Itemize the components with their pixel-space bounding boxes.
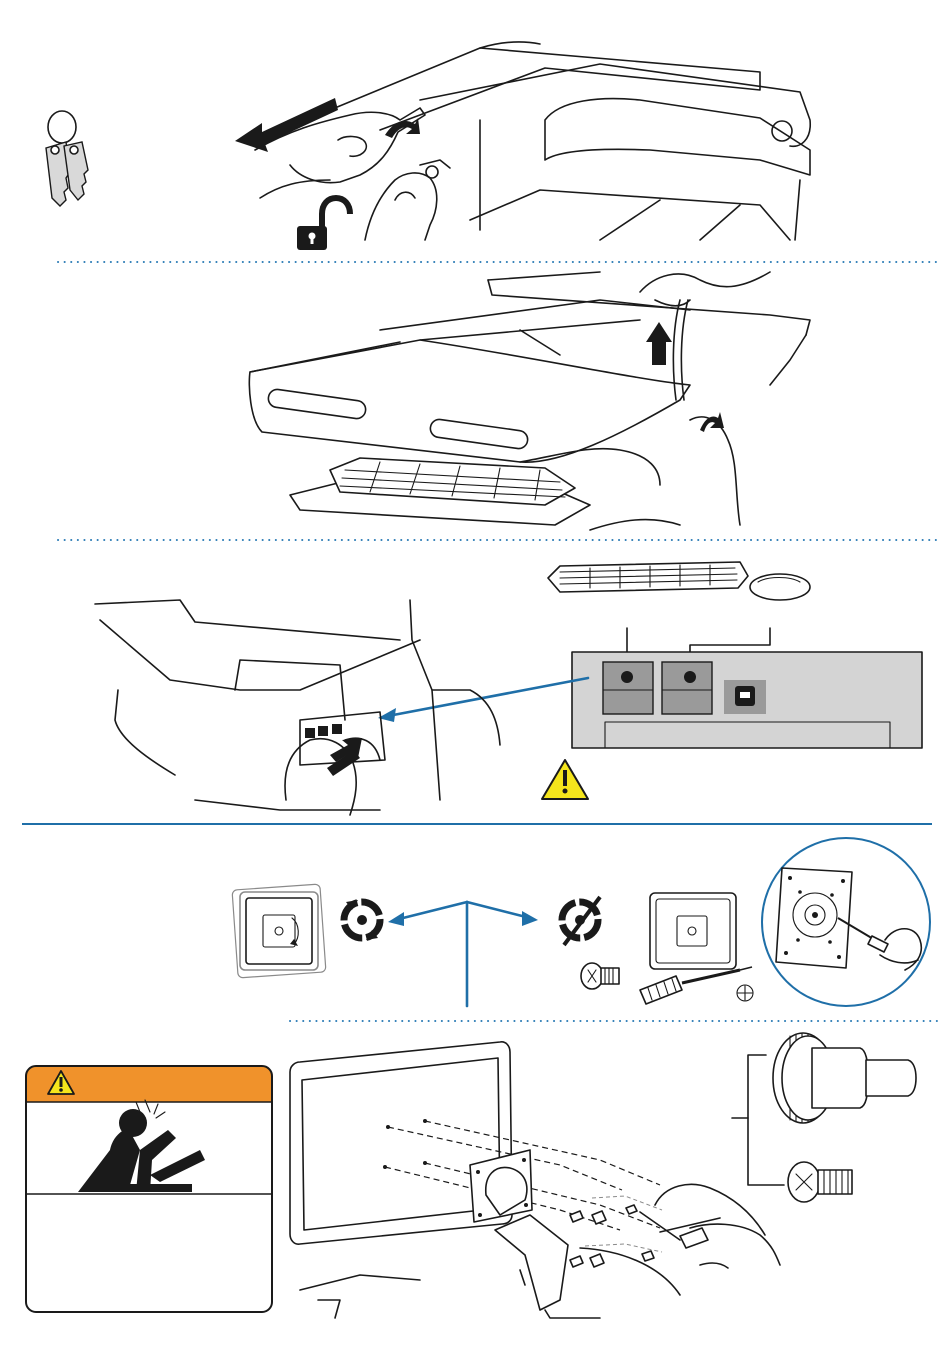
rotate-icon xyxy=(344,900,380,940)
step-1-unlock-panel xyxy=(46,42,810,250)
phillips-symbol-icon xyxy=(737,985,753,1001)
step-4-mount-options xyxy=(232,838,930,1006)
step-3-port-panel xyxy=(95,562,922,815)
pull-direction-arrow xyxy=(235,98,338,152)
unlocked-padlock-icon xyxy=(297,198,350,250)
rotating-mount-icon xyxy=(232,884,326,978)
mouse-icon xyxy=(750,574,810,600)
thumb-knob-icon xyxy=(773,1033,916,1123)
warning-triangle-icon xyxy=(542,760,588,799)
mounting-hardware-callout xyxy=(732,1033,916,1202)
phillips-screw-icon xyxy=(788,1162,852,1202)
keys-icon xyxy=(46,111,88,206)
warning-card xyxy=(26,1066,272,1312)
screw-set xyxy=(570,1205,654,1267)
vesa-plate-detail xyxy=(762,838,930,1006)
step-5-attach-monitor xyxy=(26,1033,916,1318)
ps2-port-mouse xyxy=(662,662,712,714)
no-rotate-icon xyxy=(562,897,600,945)
impact-hazard-icon xyxy=(78,1100,205,1192)
step-2-lift-panel xyxy=(249,272,810,530)
screwdriver-icon xyxy=(640,967,752,1004)
ps2-port-keyboard xyxy=(603,662,653,714)
keyboard-icon xyxy=(548,562,748,592)
phillips-screw-icon xyxy=(581,963,619,989)
fixed-mount-icon xyxy=(650,893,736,969)
